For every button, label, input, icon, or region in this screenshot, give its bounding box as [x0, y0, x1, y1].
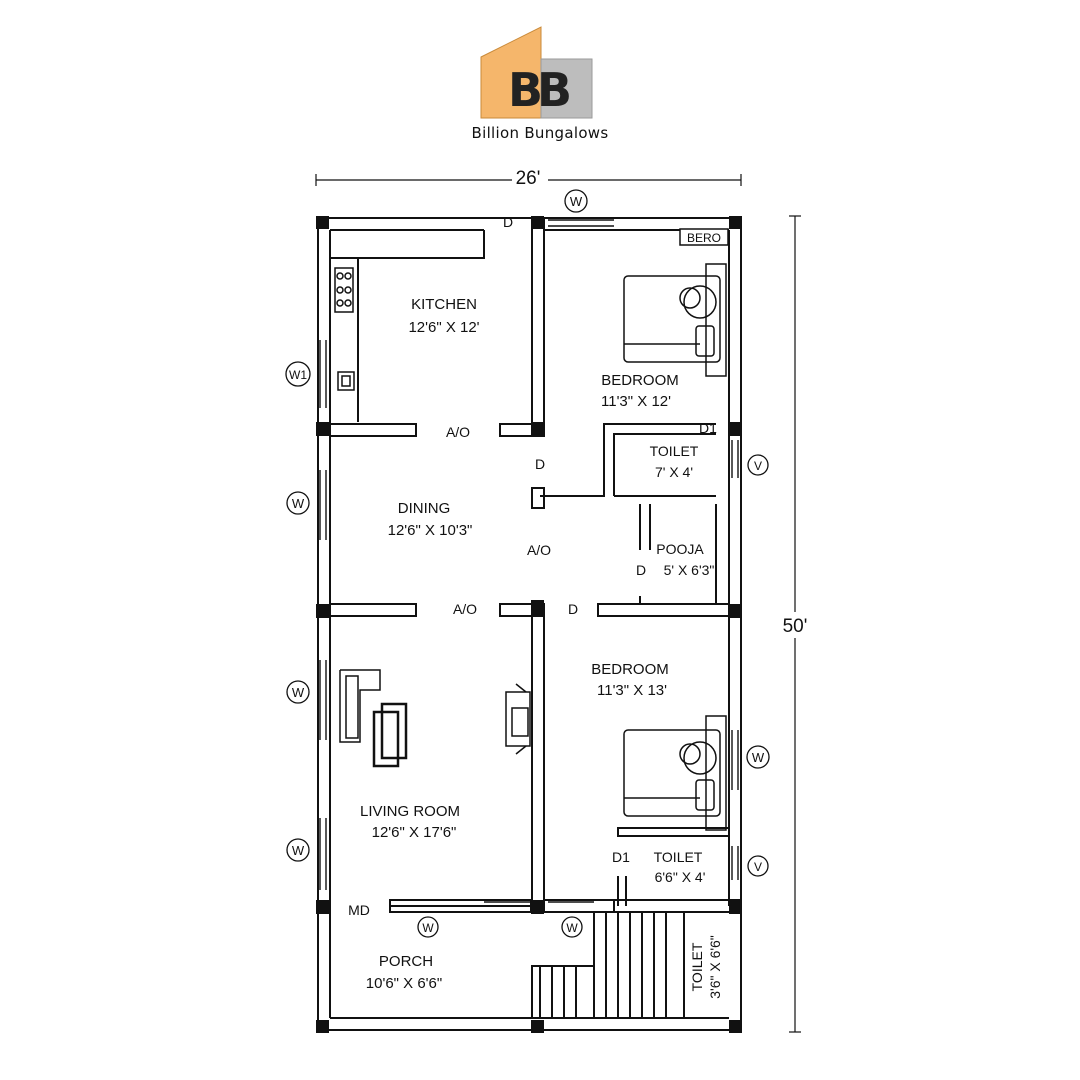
- window-label: W: [566, 921, 578, 935]
- window-label: W: [570, 194, 583, 209]
- bedroom1-label: BEDROOM: [601, 372, 679, 389]
- ventilator-label: V: [754, 459, 762, 473]
- door1-label: D1: [699, 420, 717, 436]
- depth-dimension: 50': [783, 616, 808, 637]
- living-label: LIVING ROOM: [360, 803, 460, 820]
- window-label: W: [292, 843, 305, 858]
- arch-label: A/O: [446, 424, 470, 440]
- kitchen-size: 12'6" X 12': [408, 319, 479, 336]
- toilet1-size: 7' X 4': [655, 464, 693, 480]
- width-dimension-label: 26': [516, 168, 541, 189]
- toilet2-label: TOILET: [654, 849, 703, 865]
- columns: [316, 216, 742, 1033]
- door1-label: D1: [612, 849, 630, 865]
- sofa-icon: [339, 669, 381, 743]
- bero-box: [679, 228, 729, 246]
- sink-icon: [337, 371, 355, 391]
- bedroom2-size: 11'3" X 13': [597, 682, 667, 699]
- logo-monogram: BB: [508, 63, 569, 117]
- brand-logo: BB: [480, 26, 593, 119]
- coffee-table-icon: [372, 702, 408, 768]
- toilet3-size: 3'6" X 6'6": [707, 935, 723, 999]
- window-label: W1: [289, 368, 307, 382]
- dining-label: DINING: [398, 500, 451, 517]
- porch-size: 10'6" X 6'6": [366, 975, 442, 992]
- arch-label: A/O: [453, 601, 477, 617]
- bero-label: BERO: [687, 231, 721, 245]
- bedroom2-label: BEDROOM: [591, 661, 669, 678]
- main-door-label: MD: [348, 902, 370, 918]
- kitchen-label: KITCHEN: [411, 296, 477, 313]
- stove-icon: [334, 267, 354, 313]
- staircase: [531, 911, 685, 1019]
- toilet2-size: 6'6" X 4': [655, 869, 706, 885]
- door-label: D: [503, 214, 513, 230]
- tv-unit-icon: [505, 683, 531, 755]
- living-size: 12'6" X 17'6": [372, 824, 457, 841]
- window-label: W: [752, 750, 765, 765]
- ventilator-label: V: [754, 860, 762, 874]
- dining-size: 12'6" X 10'3": [388, 522, 473, 539]
- window-symbols: W W1 W W W V W V W W: [289, 194, 765, 935]
- bed-icon: [623, 715, 727, 831]
- pooja-door-label: D: [636, 562, 646, 578]
- window-strips: [319, 219, 739, 903]
- logo-gray-shape: [540, 58, 593, 119]
- bedroom1-size: 11'3" X 12': [601, 393, 671, 410]
- window-label: W: [422, 921, 434, 935]
- pooja-size: 5' X 6'3": [664, 562, 715, 578]
- window-label: W: [292, 496, 305, 511]
- window-label: W: [292, 685, 305, 700]
- door-label: D: [568, 601, 578, 617]
- door-label: D: [535, 456, 545, 472]
- pooja-label: POOJA: [656, 541, 704, 557]
- porch-label: PORCH: [379, 953, 433, 970]
- toilet1-label: TOILET: [650, 443, 699, 459]
- arch-label: A/O: [527, 542, 551, 558]
- bed-icon: [623, 263, 727, 377]
- kitchen-counter: [330, 230, 485, 259]
- outer-wall: [317, 217, 742, 1031]
- brand-name: Billion Bungalows: [471, 124, 609, 142]
- toilet3-label: TOILET: [689, 942, 705, 991]
